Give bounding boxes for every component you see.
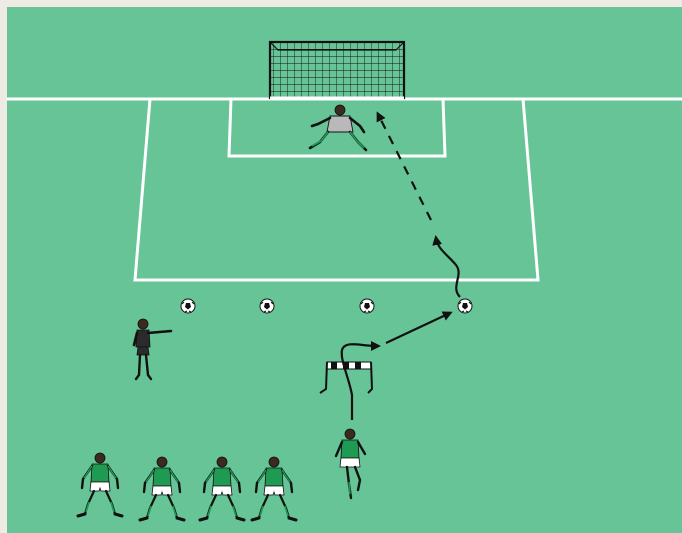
ball-icon [260, 299, 274, 313]
goal-icon [270, 42, 404, 98]
ball-icon [360, 299, 374, 313]
ball-icon [181, 299, 195, 313]
ball-icon [458, 299, 472, 313]
